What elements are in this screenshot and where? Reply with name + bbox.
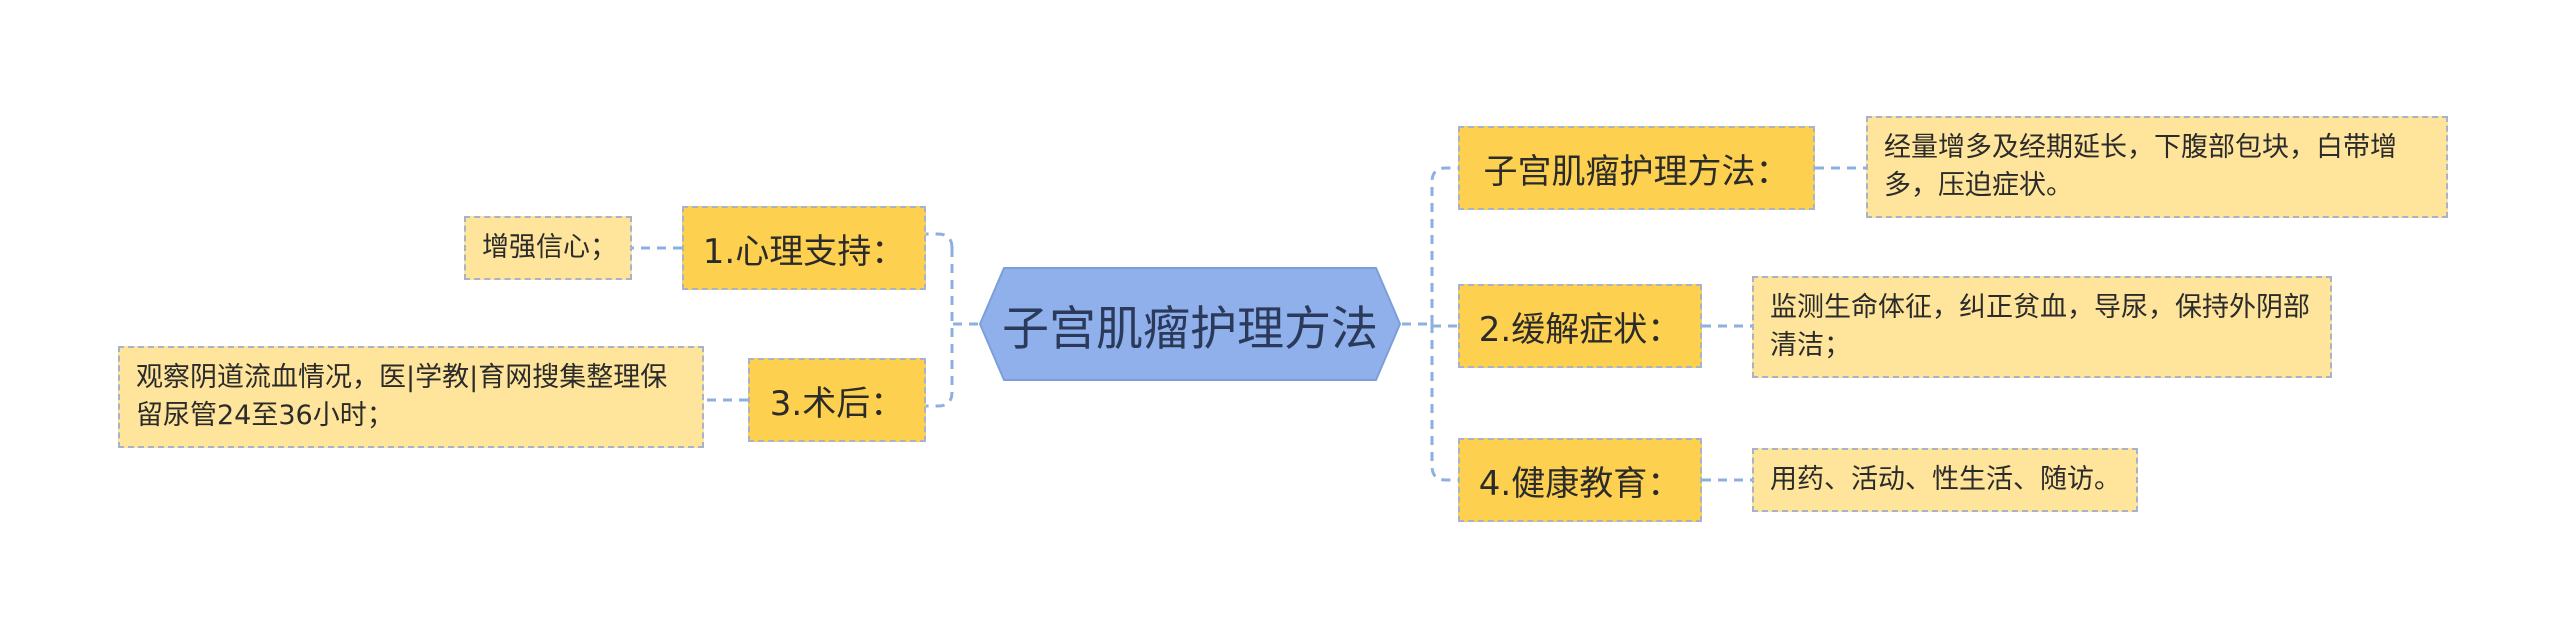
branch-label: 2.缓解症状： <box>1478 309 1682 350</box>
connector-right-trunk <box>1430 166 1458 482</box>
branch-health-education: 4.健康教育： <box>1458 438 1702 522</box>
branch-label: 1.心理支持： <box>702 231 906 272</box>
leaf-postoperative: 观察阴道流血情况，医|学教|育网搜集整理保留尿管24至36小时； <box>118 346 704 448</box>
leaf-psychological-support: 增强信心； <box>464 216 632 280</box>
root-node: 子宫肌瘤护理方法 <box>978 266 1402 382</box>
leaf-text: 观察阴道流血情况，医|学教|育网搜集整理保留尿管24至36小时； <box>136 362 668 431</box>
branch-label: 4.健康教育： <box>1478 463 1682 504</box>
leaf-health-education: 用药、活动、性生活、随访。 <box>1752 448 2138 512</box>
root-label: 子宫肌瘤护理方法 <box>1002 301 1378 357</box>
branch-label: 3.术后： <box>769 383 905 424</box>
leaf-text: 增强信心； <box>482 232 617 263</box>
root-hexagon-shape <box>978 267 1402 381</box>
leaf-text: 经量增多及经期延长，下腹部包块，白带增多，压迫症状。 <box>1884 132 2397 201</box>
branch-postoperative: 3.术后： <box>748 358 926 442</box>
branch-psychological-support: 1.心理支持： <box>682 206 926 290</box>
branch-relieve-symptoms: 2.缓解症状： <box>1458 284 1702 368</box>
branch-nursing-methods: 子宫肌瘤护理方法： <box>1458 126 1815 210</box>
leaf-text: 监测生命体征，纠正贫血，导尿，保持外阴部清洁； <box>1770 292 2310 361</box>
connector-left-trunk <box>926 232 954 408</box>
leaf-text: 用药、活动、性生活、随访。 <box>1770 464 2121 495</box>
branch-label: 子宫肌瘤护理方法： <box>1483 151 1790 192</box>
leaf-relieve-symptoms: 监测生命体征，纠正贫血，导尿，保持外阴部清洁； <box>1752 276 2332 378</box>
leaf-nursing-methods: 经量增多及经期延长，下腹部包块，白带增多，压迫症状。 <box>1866 116 2448 218</box>
